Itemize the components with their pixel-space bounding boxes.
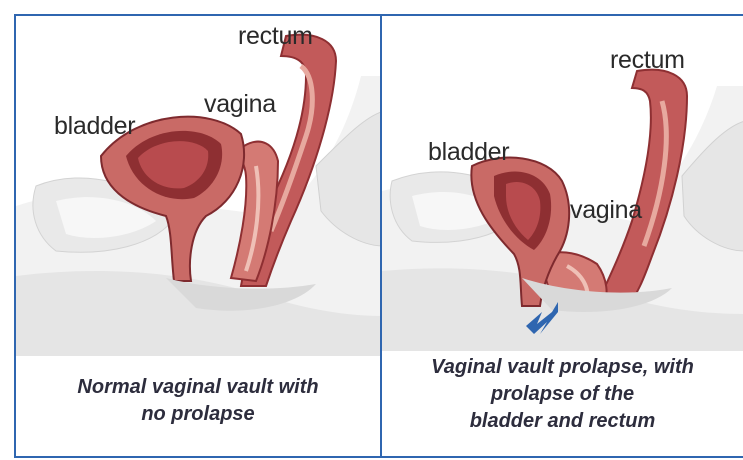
- panel-normal: rectum bladder vagina Normal vaginal vau…: [14, 14, 382, 458]
- vagina-label: vagina: [570, 196, 642, 225]
- caption-line: Normal vaginal vault with: [16, 374, 380, 401]
- vagina-label: vagina: [204, 90, 276, 119]
- caption-prolapse: Vaginal vault prolapse, with prolapse of…: [382, 354, 743, 435]
- rectum-label: rectum: [238, 22, 313, 51]
- caption-line: Vaginal vault prolapse, with: [382, 354, 743, 381]
- caption-line: prolapse of the: [382, 381, 743, 408]
- caption-line: no prolapse: [16, 401, 380, 428]
- bladder-label: bladder: [428, 138, 509, 167]
- rectum-label: rectum: [610, 46, 685, 75]
- caption-normal: Normal vaginal vault with no prolapse: [16, 374, 380, 428]
- caption-line: bladder and rectum: [382, 408, 743, 435]
- panel-prolapse: rectum bladder vagina Vaginal vault prol…: [380, 14, 743, 458]
- bladder-label: bladder: [54, 112, 135, 141]
